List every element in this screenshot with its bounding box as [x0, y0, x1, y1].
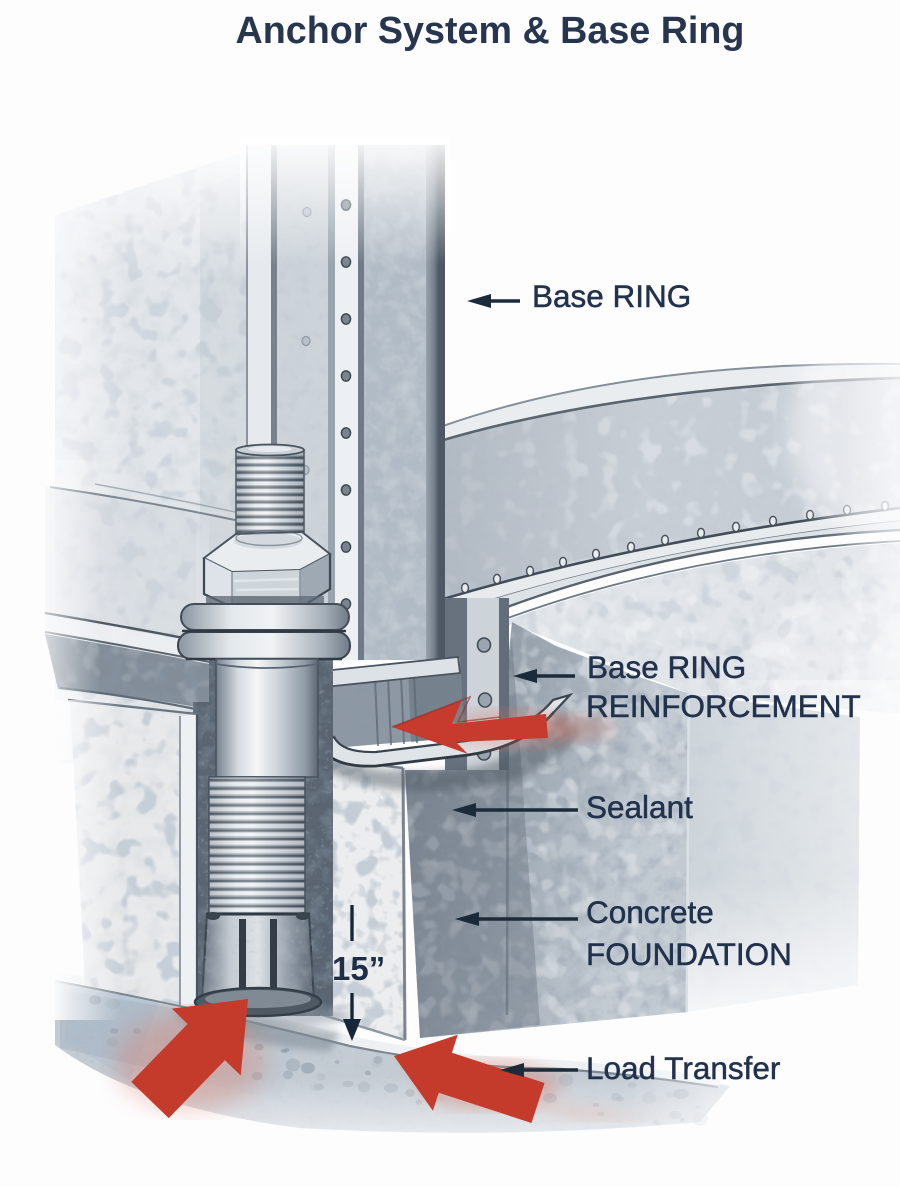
svg-text:REINFORCEMENT: REINFORCEMENT: [586, 688, 861, 724]
svg-text:15”: 15”: [332, 950, 385, 987]
svg-text:Load Transfer: Load Transfer: [586, 1050, 780, 1086]
svg-text:Base RING: Base RING: [532, 278, 691, 314]
svg-text:Concrete: Concrete: [586, 894, 714, 930]
svg-text:Base RING: Base RING: [587, 649, 746, 685]
svg-text:FOUNDATION: FOUNDATION: [586, 936, 792, 972]
svg-text:Sealant: Sealant: [586, 789, 693, 825]
svg-text:Anchor System & Base Ring: Anchor System & Base Ring: [236, 9, 745, 51]
